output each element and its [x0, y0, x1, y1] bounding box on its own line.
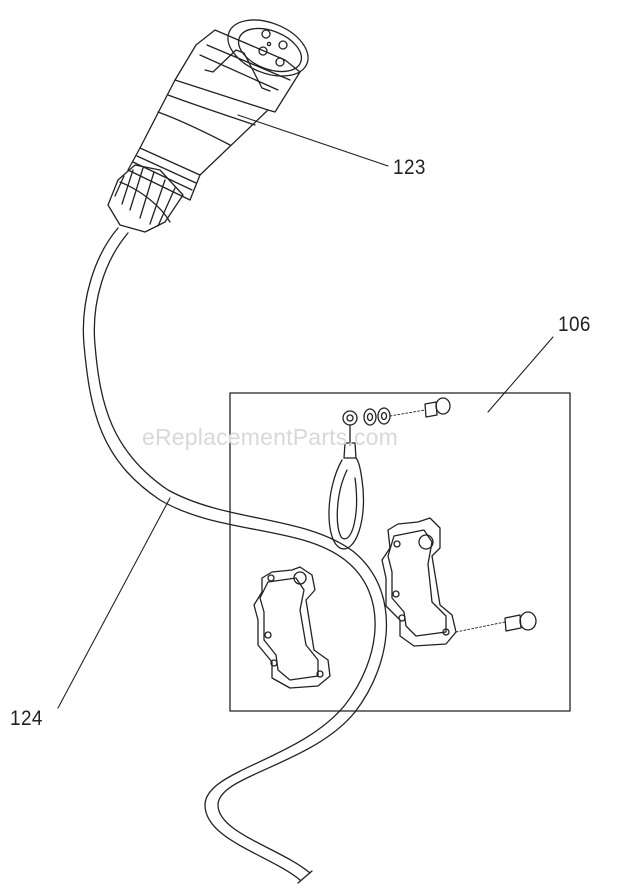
ground-hardware	[328, 397, 451, 550]
cable	[82, 227, 388, 884]
callout-124: 124	[10, 707, 43, 730]
kit-box	[229, 392, 571, 712]
leader-123	[237, 114, 389, 167]
leader-124	[57, 497, 171, 709]
bracket-left	[253, 566, 331, 689]
watermark-text: eReplacementParts.com	[142, 424, 399, 450]
connector	[107, 19, 309, 233]
leader-106	[487, 336, 554, 413]
bracket-right	[381, 517, 537, 647]
callout-106: 106	[558, 313, 591, 336]
callout-123: 123	[393, 156, 426, 179]
